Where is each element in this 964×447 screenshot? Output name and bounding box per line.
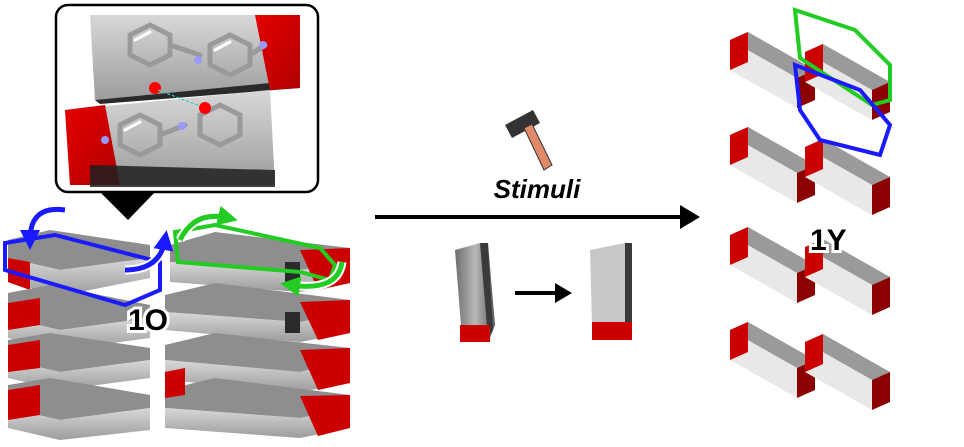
crystal-block <box>730 32 815 108</box>
highlight-green-block <box>792 7 892 108</box>
highlight-blue-block <box>792 61 893 158</box>
crystal-block <box>730 322 815 398</box>
rotation-arrow-icon <box>280 261 345 297</box>
crystal-1Y-label: 1Y <box>810 224 847 257</box>
highlight-green-block <box>172 222 338 283</box>
molecule-inset <box>54 3 320 220</box>
block-stack-right <box>165 232 350 438</box>
stimuli-arrow-head <box>680 205 700 229</box>
crystal-block <box>805 334 890 410</box>
crystal-block <box>730 227 815 303</box>
straight-prism <box>590 243 632 340</box>
small-arrow-head <box>555 283 572 303</box>
crystal-block <box>805 139 890 215</box>
crystal-1O-label: 1O <box>128 304 168 337</box>
highlight-blue-block <box>3 232 162 308</box>
rotation-arrow-icon <box>124 230 174 273</box>
crystal-block <box>805 239 890 315</box>
stimuli-label: Stimuli <box>494 174 581 204</box>
block-stack-left <box>8 230 150 440</box>
crystal-block <box>730 127 815 203</box>
crystal-1Y: 1Y <box>730 7 893 410</box>
rotation-arrow-icon <box>177 205 238 242</box>
crystal-1O: 1O <box>3 205 350 440</box>
hammer-icon <box>505 110 553 171</box>
block-grid <box>730 32 890 410</box>
rotation-arrow-icon <box>20 206 66 250</box>
stimuli-transition: Stimuli <box>375 110 700 342</box>
tilted-prism <box>455 243 495 342</box>
